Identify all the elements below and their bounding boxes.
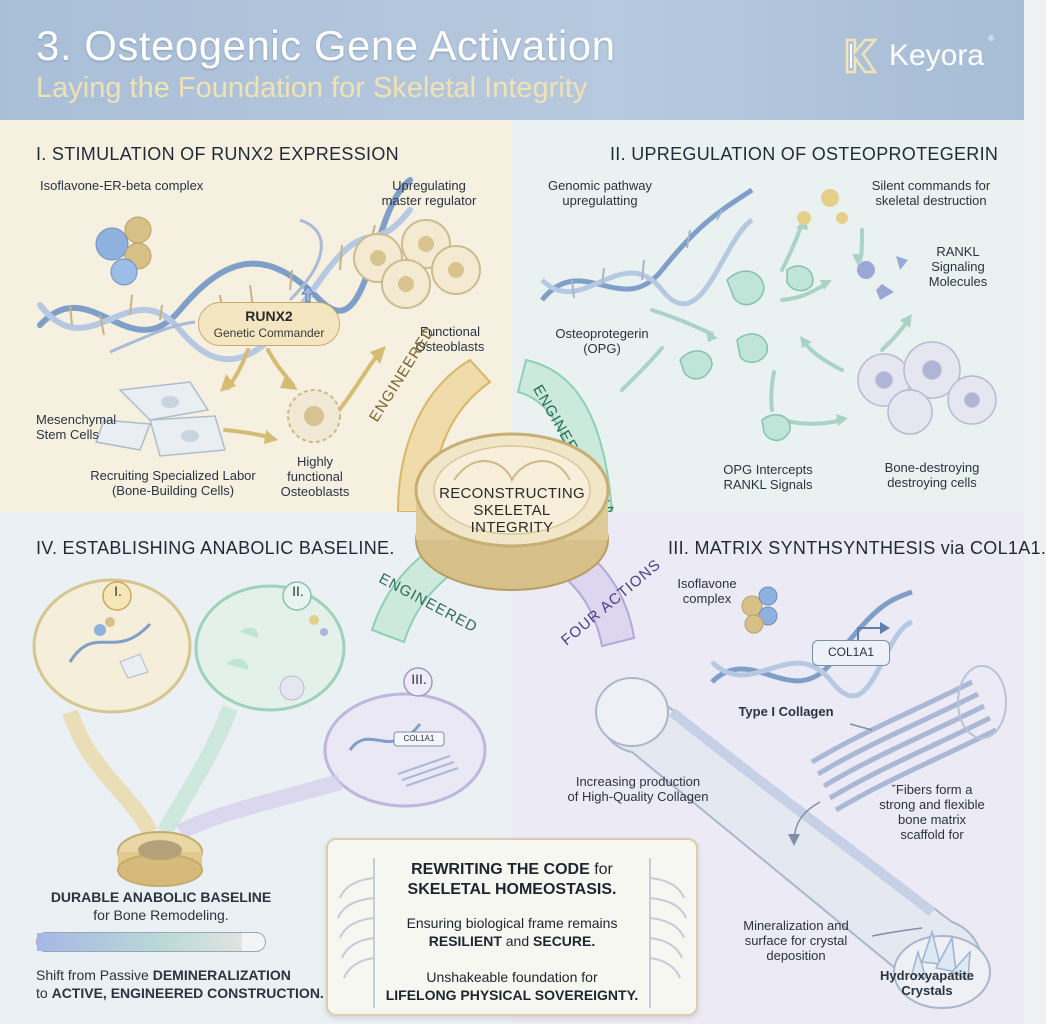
marker-1: I. <box>114 583 122 599</box>
highly-functional-label: Highly functional Osteoblasts <box>280 454 350 499</box>
quadrant-4-title: IV. ESTABLISHING ANABOLIC BASELINE. <box>36 538 395 558</box>
shift-line2-b: ACTIVE, ENGINEERED CONSTRUCTION. <box>51 985 324 1001</box>
card-title-rest: for <box>589 861 613 878</box>
marker-2: II. <box>292 583 304 599</box>
marker-3: III. <box>411 671 427 687</box>
quadrant-3-title: III. MATRIX SYNTHSYNTHESIS via COL1A1. <box>668 538 1046 558</box>
msc-label: Mesenchymal Stem Cells <box>36 412 117 442</box>
page-subtitle: Laying the Foundation for Skeletal Integ… <box>36 72 588 104</box>
baseline-subheading: for Bone Remodeling. <box>93 907 229 923</box>
card-title-bold: REWRITING THE CODE <box>411 861 590 878</box>
skeleton-left-icon <box>337 858 375 1008</box>
opg-molecule-icons <box>679 265 814 442</box>
card-foundation-text: Unshakeable foundation for LIFELONG PHYS… <box>328 968 696 1004</box>
dna-helix-icon <box>540 187 754 307</box>
card-t2-line1: Unshakeable foundation for <box>426 969 598 985</box>
hydroxyapatite-label: Hydroxyapatite Crystals <box>880 968 974 998</box>
card-resilience-text: Ensuring biological frame remains RESILI… <box>328 914 696 950</box>
shift-line1-a: Shift from Passive <box>36 967 153 983</box>
logo-trademark: ® <box>988 34 994 43</box>
runx2-title: RUNX2 <box>245 308 293 324</box>
card-t2-line2: LIFELONG PHYSICAL SOVEREIGNTY. <box>385 987 639 1003</box>
opg-label: Osteoprotegerin (OPG) <box>555 326 649 356</box>
quadrant-2-title: II. UPREGULATION OF OSTEOPROTEGERIN <box>610 144 999 164</box>
upregulating-label: Upregulating master regulator <box>381 178 477 208</box>
femur-bone-icon <box>595 677 991 1009</box>
summary-bubble-opg <box>194 581 346 712</box>
baseline-progress-fill <box>37 933 243 951</box>
stem-cells-icon <box>94 381 226 457</box>
keyora-logo-icon <box>845 38 878 74</box>
fibers-label: ˇFibers form a strong and flexible bone … <box>879 782 985 842</box>
rankl-label: RANKL Signaling Molecules <box>928 244 988 289</box>
hydroxyapatite-crystals-icon <box>911 929 971 982</box>
center-heading: RECONSTRUCTING SKELETAL INTEGRITY <box>439 485 585 536</box>
bone-cross-section-icon <box>117 831 203 887</box>
quadrant-osteoprotegerin: II. UPREGULATION OF OSTEOPROTEGERIN <box>512 120 1024 520</box>
summary-card: REWRITING THE CODE for SKELETAL HOMEOSTA… <box>326 838 698 1016</box>
runx2-commander-box: RUNX2 Genetic Commander <box>198 302 340 346</box>
osteoblast-cluster-icon <box>353 219 481 309</box>
logo-text: Keyora <box>888 39 984 72</box>
isoflavone-complex-icon <box>95 216 152 286</box>
summary-bubble-col1a1 <box>323 667 487 808</box>
isoflavone-complex-icon <box>741 586 778 634</box>
header-banner: 3. Osteogenic Gene Activation Laying the… <box>0 0 1024 120</box>
runx2-subtitle: Genetic Commander <box>213 326 325 340</box>
baseline-progress-bar <box>36 932 266 952</box>
opg-intercepts-label: OPG Intercepts RANKL Signals <box>723 462 813 492</box>
page-title: 3. Osteogenic Gene Activation <box>36 22 616 69</box>
card-title: REWRITING THE CODE for SKELETAL HOMEOSTA… <box>328 860 696 900</box>
card-t1-mid: and <box>501 933 534 949</box>
osteoblast-cell-icon <box>287 389 341 443</box>
rankl-molecule-icons <box>797 189 908 300</box>
shift-statement: Shift from Passive DEMINERALIZATION to A… <box>36 966 336 1002</box>
quadrant-runx2: I. STIMULATION OF RUNX2 EXPRESSION <box>0 120 512 513</box>
isoflavone-complex-label: Isoflavone complex <box>677 576 737 606</box>
collagen-fiber-icon <box>810 679 998 813</box>
isoflavone-label: Isoflavone-ER-beta complex <box>40 178 204 193</box>
skeleton-right-icon <box>649 858 687 1008</box>
card-title-line2: SKELETAL HOMEOSTASIS. <box>407 881 617 898</box>
type-i-collagen-label: Type I Collagen <box>738 704 834 719</box>
shift-line1-b: DEMINERALIZATION <box>152 967 291 983</box>
genomic-pathway-label: Genomic pathway upregulatting <box>547 178 653 208</box>
osteoclast-cluster-icon <box>857 341 997 435</box>
recruiting-label: Recruiting Specialized Labor (Bone-Build… <box>90 468 256 498</box>
quadrant-1-title: I. STIMULATION OF RUNX2 EXPRESSION <box>36 144 399 164</box>
col1a1-small-label: COL1A1 <box>403 734 435 743</box>
bone-destroying-label: Bone-destroying destroying cells <box>884 460 980 490</box>
increasing-production-label: Increasing production of High-Quality Co… <box>567 774 709 804</box>
bone-disc-icon <box>414 432 610 591</box>
card-t1-bold1: RESILIENT <box>428 933 502 949</box>
silent-commands-label: Silent commands for skeletal destruction <box>871 178 991 208</box>
col1a1-gene-box: COL1A1 <box>812 640 890 666</box>
card-t1-bold2: SECURE. <box>533 933 596 949</box>
functional-osteoblasts-label: Functional Osteoblasts <box>415 324 485 354</box>
brand-logo: Keyora ® <box>841 34 994 76</box>
card-t1-line1: Ensuring biological frame remains <box>406 915 618 931</box>
mineralization-label: Mineralization and surface for crystal d… <box>743 918 849 963</box>
summary-bubble-runx2 <box>32 578 192 714</box>
shift-line2-a: to <box>36 985 52 1001</box>
baseline-heading: DURABLE ANABOLIC BASELINE <box>50 889 272 905</box>
up-arrow-icon <box>301 285 315 303</box>
